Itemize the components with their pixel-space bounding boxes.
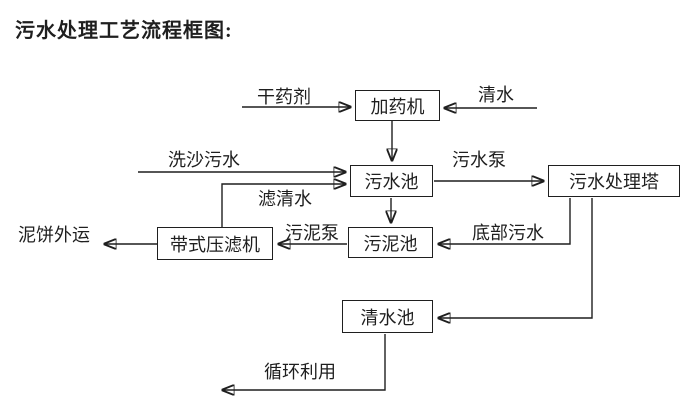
node-dosing-machine: 加药机 [355, 90, 440, 121]
node-dosing-machine-label: 加药机 [370, 96, 425, 117]
node-clear-water-pool-label: 清水池 [360, 307, 415, 328]
node-sludge-pool-label: 污泥池 [363, 233, 418, 254]
arrow-recycle-use [222, 334, 386, 390]
node-treatment-tower: 污水处理塔 [548, 165, 680, 197]
node-belt-filter-press: 带式压滤机 [157, 227, 273, 260]
flow-label-sewage-pump: 污水泵 [452, 150, 506, 170]
arrow-filtered-water [221, 184, 346, 227]
flow-label-mud-cake-outbound: 泥饼外运 [18, 225, 90, 245]
arrow-tower-to-clear-water-pool [438, 198, 593, 318]
flow-label-filtered-water: 滤清水 [258, 189, 312, 209]
node-sewage-pool-label: 污水池 [364, 172, 419, 192]
flow-label-bottom-sewage: 底部污水 [472, 223, 544, 243]
flow-label-recycle-use: 循环利用 [264, 362, 336, 382]
arrow-bottom-sewage [438, 198, 571, 244]
flow-label-dry-agent: 干药剂 [257, 87, 311, 107]
flow-label-clean-water: 清水 [478, 85, 514, 105]
node-sludge-pool: 污泥池 [348, 227, 433, 258]
node-treatment-tower-label: 污水处理塔 [569, 172, 659, 192]
page-title: 污水处理工艺流程框图: [15, 20, 233, 42]
node-sewage-pool: 污水池 [350, 165, 433, 197]
flow-label-sand-wash-sewage: 洗沙污水 [168, 150, 240, 170]
node-clear-water-pool: 清水池 [342, 300, 433, 333]
node-belt-filter-press-label: 带式压滤机 [170, 234, 260, 255]
flow-label-sludge-pump: 污泥泵 [285, 223, 339, 243]
